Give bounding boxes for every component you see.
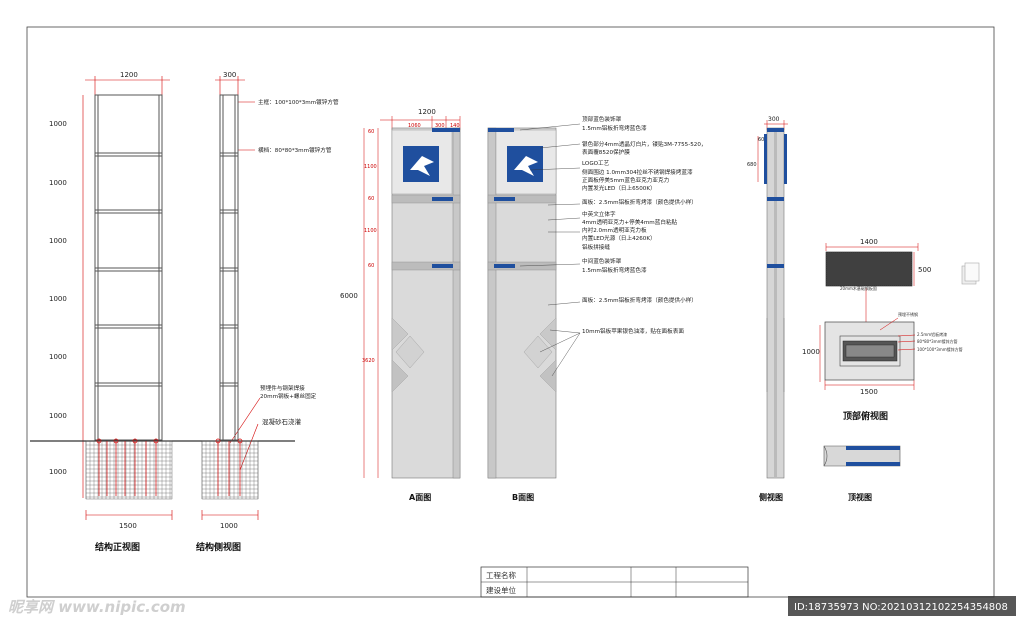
side-base-label: 1000 [220, 522, 238, 530]
b-note-13: 内置LED光源（日上4260K） [582, 234, 656, 242]
top-height-label: 500 [918, 266, 931, 274]
b-note-12: 内衬2.0mm透明亚克力板 [582, 226, 647, 234]
face-b-caption: B面图 [512, 493, 534, 502]
side-note-1: 主框：100*100*3mm镀锌方管 [258, 98, 339, 106]
face-a-seg-3: 60 [368, 196, 374, 202]
b-note-18: 10mm铝板苹果银色油漆，贴在面板表面 [582, 327, 684, 335]
top-plan-view: 1400 500 20mm木基础钢板固 预埋不锈钢 2.5mm铝板烤漆 80*8… [802, 238, 963, 502]
b-note-10: 中英文立体字 [582, 210, 616, 218]
face-a-seg-2: 1100 [364, 164, 377, 170]
side-note-4: 20mm钢板+螺丝固定 [260, 392, 317, 400]
b-note-17: 面板：2.5mm铝板折弯烤漆（颜色提供小样） [582, 296, 697, 304]
side-view-width-label: 300 [768, 116, 780, 123]
top-plan-caption: 顶部俯视图 [843, 410, 888, 422]
front-width-label: 1200 [120, 71, 138, 79]
face-a-caption: A面图 [409, 493, 431, 502]
top-note-3: 80*80*3mm镀锌方管 [917, 338, 958, 344]
face-a-subwidth-3: 140 [450, 123, 460, 129]
front-span-2: 1000 [49, 179, 67, 187]
b-note-6: 侧面围边 1.0mm304拉丝不锈钢焊接烤蓝漆 [582, 168, 693, 176]
b-note-15: 中间蓝色装饰罩 [582, 257, 622, 265]
b-note-5: LOGO工艺 [582, 160, 610, 167]
base-width-label: 1500 [860, 388, 878, 396]
front-span-6: 1000 [49, 412, 67, 420]
face-a-seg-6: 3620 [362, 358, 375, 364]
front-base-label: 1500 [119, 522, 137, 530]
page-icon [961, 262, 980, 285]
top-view-shape [823, 445, 901, 467]
logo-icon [507, 146, 543, 182]
face-a-subwidth-2: 300 [435, 123, 445, 129]
side-width-label: 300 [223, 71, 236, 79]
face-a-height-label: 6000 [340, 292, 358, 300]
front-span-5: 1000 [49, 353, 67, 361]
top-note-1: 预埋不锈钢 [898, 311, 918, 317]
side-note-3: 预埋件与钢架焊接 [260, 384, 305, 392]
b-note-3: 银色部分4mm透晶灯白片，镂贴3M-7755-520， [582, 140, 707, 148]
b-note-9: 面板：2.5mm铝板折弯烤漆（颜色提供小样） [582, 198, 697, 206]
face-a-view: 1200 1060 300 140 6000 60 1100 60 1100 6… [340, 108, 461, 502]
top-small-note: 20mm木基础钢板固 [840, 285, 877, 291]
front-caption: 结构正视图 [95, 541, 140, 553]
base-height-label: 1000 [802, 348, 820, 356]
top-note-4: 100*100*3mm镀锌方管 [917, 346, 963, 352]
face-a-seg-5: 60 [368, 263, 374, 269]
watermark-right: ID:18735973 NO:20210312102254354808 [794, 602, 1008, 613]
watermark-right-bg [788, 596, 1016, 616]
top-width-label: 1400 [860, 238, 878, 246]
sign-side-view: 300 60 680 侧视图 [747, 116, 788, 502]
top-note-2: 2.5mm铝板烤漆 [917, 331, 947, 337]
watermark-left: 昵享网 www.nipic.com [8, 598, 186, 616]
side-note-2: 横档：80*80*3mm镀锌方管 [258, 146, 332, 154]
front-span-1: 1000 [49, 120, 67, 128]
top-cap-box [825, 251, 913, 287]
b-note-16: 1.5mm铝板折弯烤蓝色漆 [582, 266, 647, 274]
b-note-11: 4mm透明亚克力+停美4mm蓝白粘贴 [582, 218, 678, 226]
logo-icon [403, 146, 439, 182]
structure-front-view: 1200 1000 1000 1000 1000 1000 1000 1000 … [30, 71, 295, 553]
b-note-1: 顶部蓝色装饰罩 [582, 115, 622, 123]
b-note-2: 1.5mm铝板折弯烤蓝色漆 [582, 124, 647, 132]
structure-side-view: 300 主框：100*100*3mm镀锌方管 横档：80*80*3mm镀锌方管 … [196, 71, 339, 553]
face-a-subwidth-1: 1060 [408, 123, 421, 129]
side-caption: 结构侧视图 [196, 541, 241, 553]
front-span-7: 1000 [49, 468, 67, 476]
title-block: 工程名称 建设单位 [480, 566, 749, 598]
b-note-7: 正面板停美5mm蓝色亚克力亚克力 [582, 176, 670, 184]
title-row-client: 建设单位 [486, 585, 516, 595]
side-view-sub-1: 60 [758, 137, 764, 143]
front-span-4: 1000 [49, 295, 67, 303]
face-a-width-label: 1200 [418, 108, 436, 116]
side-note-5: 混凝砂石浇灌 [262, 417, 302, 426]
b-note-8: 内置发光LED（日上6500K） [582, 184, 656, 192]
face-a-seg-1: 60 [368, 129, 374, 135]
b-note-4: 表面覆8520保护膜 [582, 148, 630, 156]
b-note-14: 铝板拼接缝 [582, 243, 610, 251]
title-row-project: 工程名称 [486, 570, 516, 580]
top-view-caption: 顶视图 [848, 492, 872, 502]
side-view-caption: 侧视图 [759, 492, 783, 502]
side-view-sub-2: 680 [747, 162, 757, 168]
face-a-seg-4: 1100 [364, 228, 377, 234]
face-b-view: 顶部蓝色装饰罩 1.5mm铝板折弯烤蓝色漆 银色部分4mm透晶灯白片，镂贴3M-… [487, 115, 707, 502]
front-span-3: 1000 [49, 237, 67, 245]
